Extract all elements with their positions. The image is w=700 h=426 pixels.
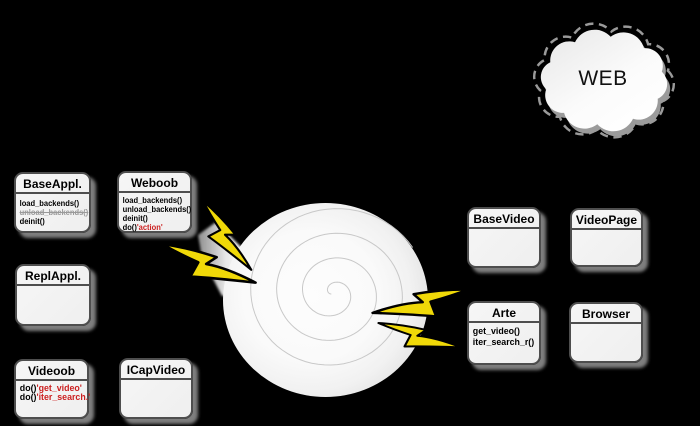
svg-text:WEB: WEB xyxy=(578,67,627,90)
